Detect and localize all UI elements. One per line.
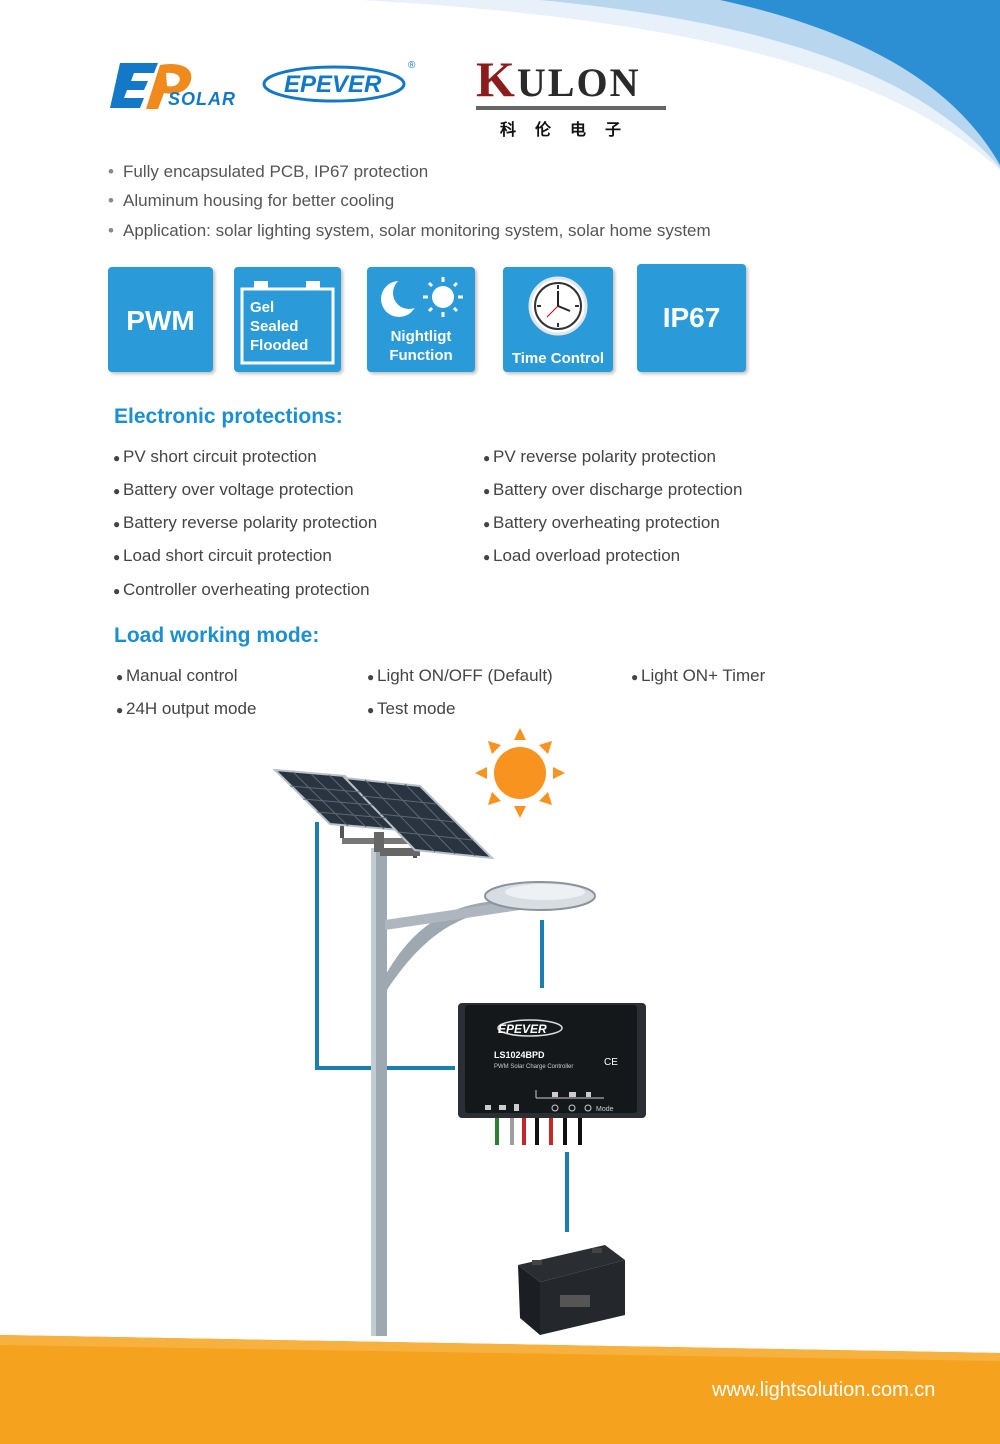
moon-sun-icon <box>381 277 463 317</box>
protection-item: ●PV reverse polarity protection <box>483 447 716 466</box>
epever-swoosh-icon <box>262 65 406 103</box>
footer-website-url[interactable]: www.lightsolution.com.cn <box>712 1379 936 1401</box>
nightlight-badge: Nightligt Function <box>367 267 475 372</box>
kulon-logo: KULON 科伦电子 <box>476 50 676 140</box>
pwm-badge: PWM <box>108 267 213 372</box>
solar-panels <box>272 768 495 860</box>
kulon-logo-text: KULON <box>476 51 641 107</box>
protection-item: ●Battery over voltage protection <box>113 480 354 499</box>
epsolar-logo-text: SOLAR <box>168 89 236 109</box>
controller-mode-label: Mode <box>596 1106 614 1113</box>
epsolar-ep-mark-icon <box>110 63 192 109</box>
battery-outline-icon <box>240 281 335 365</box>
footer-band <box>0 1335 1000 1444</box>
controller-model-text: LS1024BPD <box>494 1050 545 1060</box>
feature-item: •Application: solar lighting system, sol… <box>108 221 711 240</box>
charge-controller: EPEVER LS1024BPD PWM Solar Charge Contro… <box>458 1003 646 1145</box>
pwm-badge-label: PWM <box>126 305 195 336</box>
protection-item: ●PV short circuit protection <box>113 447 317 466</box>
clock-icon <box>528 276 588 336</box>
load-mode-item: ●Light ON+ Timer <box>631 666 766 685</box>
protection-item: ●Battery reverse polarity protection <box>113 513 378 532</box>
feature-item: •Aluminum housing for better cooling <box>108 191 395 210</box>
kulon-underline-decoration <box>476 106 666 110</box>
load-working-mode-heading: Load working mode: <box>114 624 320 647</box>
nightlight-badge-line1: Nightligt <box>390 328 452 345</box>
protection-item: ●Battery over discharge protection <box>483 480 743 499</box>
protection-item: ●Load short circuit protection <box>113 546 332 565</box>
load-mode-item: ●Manual control <box>116 666 238 685</box>
load-mode-item: ●24H output mode <box>116 699 257 718</box>
protection-item: ●Load overload protection <box>483 546 681 565</box>
load-mode-item: ●Light ON/OFF (Default) <box>367 666 553 685</box>
controller-brand-text: EPEVER <box>498 1022 547 1036</box>
feature-item: •Fully encapsulated PCB, IP67 protection <box>108 162 429 181</box>
load-mode-item: ●Test mode <box>367 699 456 718</box>
time-control-badge: Time Control <box>503 267 613 372</box>
epever-logo: EPEVER ® <box>262 60 422 106</box>
battery-icon <box>518 1245 625 1335</box>
battery-type-sealed: Sealed <box>250 318 299 335</box>
wiring-lines <box>315 822 569 1232</box>
protection-item: ●Battery overheating protection <box>483 513 720 532</box>
solar-streetlight-illustration: EPEVER LS1024BPD PWM Solar Charge Contro… <box>272 728 646 1336</box>
protection-item: ●Controller overheating protection <box>113 580 370 599</box>
epever-logo-text: EPEVER <box>284 71 382 98</box>
registered-mark: ® <box>408 60 416 71</box>
top-swoosh-decoration <box>360 0 1000 170</box>
ip67-badge-label: IP67 <box>662 302 721 333</box>
battery-type-flooded: Flooded <box>250 337 309 354</box>
nightlight-badge-line2: Function <box>389 347 453 364</box>
time-control-badge-label: Time Control <box>511 350 605 367</box>
controller-ce-mark: CE <box>604 1057 618 1068</box>
battery-type-badge: Gel Sealed Flooded <box>234 267 341 372</box>
epsolar-logo: SOLAR <box>110 55 255 120</box>
street-light-pole <box>340 815 596 1336</box>
controller-subtitle-text: PWM Solar Charge Controller <box>494 1064 573 1070</box>
electronic-protections-heading: Electronic protections: <box>114 405 343 428</box>
ip67-badge: IP67 <box>637 264 746 372</box>
kulon-chinese-name: 科伦电子 <box>500 120 641 139</box>
battery-type-gel: Gel <box>250 299 275 316</box>
sun-icon <box>475 728 565 818</box>
